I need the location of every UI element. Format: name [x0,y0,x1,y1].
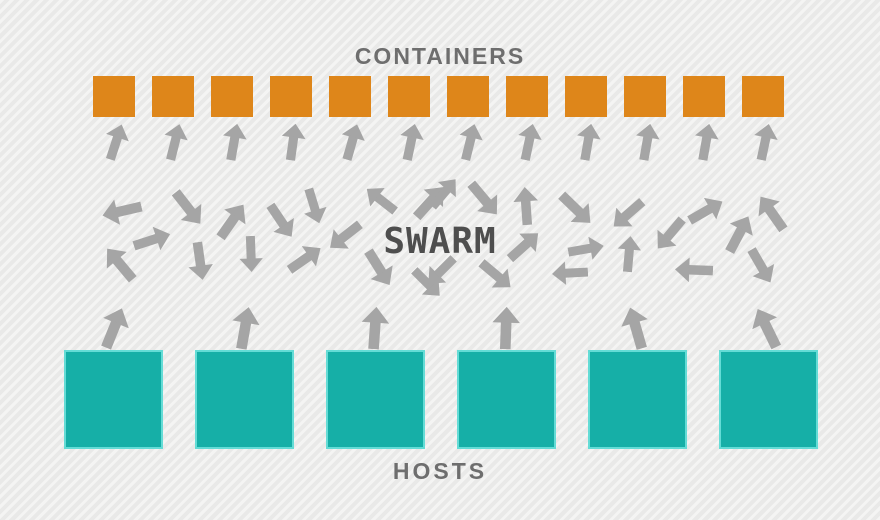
host-square [195,350,294,449]
container-up-arrow-icon [513,122,544,163]
container-up-arrow-icon [454,121,486,162]
swarm-arrow-icon [750,189,794,237]
containers-row [93,76,784,117]
swarm-arrow-icon [100,194,145,228]
container-square [329,76,371,117]
host-square [719,350,818,449]
container-square [270,76,312,117]
host-up-arrow-icon [360,306,390,350]
container-up-arrow-icon [749,122,780,163]
container-square [447,76,489,117]
swarm-arrow-icon [502,224,547,268]
swarm-arrow-icon [512,186,539,226]
container-square [93,76,135,117]
swarm-arrow-icon [606,192,651,236]
swarm-arrow-icon [741,243,781,288]
container-up-arrow-icon [335,121,368,163]
swarm-arrow-icon [97,240,143,287]
swarm-arrow-icon [648,212,691,257]
container-square [211,76,253,117]
container-up-arrow-icon [99,121,133,163]
swarm-arrow-icon [322,215,367,258]
host-up-arrow-icon [93,303,134,353]
swarm-arrow-icon [360,180,403,221]
swarm-arrow-icon [282,238,327,280]
host-square [457,350,556,449]
host-up-arrow-icon [617,304,655,352]
container-up-arrow-icon [632,122,662,162]
swarm-arrow-icon [210,197,254,245]
container-square [742,76,784,117]
swarm-arrow-icon [566,234,606,263]
swarm-arrow-icon [165,184,210,232]
swarm-arrow-icon [357,244,400,292]
container-up-arrow-icon [395,122,426,163]
swarm-arrow-icon [239,235,264,273]
swarm-arrow-icon [185,240,215,281]
container-square [388,76,430,117]
host-square [64,350,163,449]
container-up-arrow-icon [159,121,191,162]
swarm-arrow-icon [423,172,464,215]
swarm-arrow-icon [616,235,642,273]
container-square [683,76,725,117]
container-up-arrow-icon [573,122,603,162]
hosts-row [64,350,818,449]
swarm-arrow-icon [551,260,589,285]
swarm-arrow-icon [420,250,462,292]
host-square [326,350,425,449]
swarm-arrow-icon [461,175,507,222]
swarm-arrow-icon [553,186,600,232]
container-up-arrow-icon [691,122,721,162]
swarm-arrow-icon [130,222,174,257]
container-up-arrow-icon [219,122,249,162]
container-square [506,76,548,117]
host-up-arrow-icon [227,305,262,352]
container-square [624,76,666,117]
swarm-arrow-icon [260,198,302,243]
swarm-arrow-icon [683,191,728,231]
hosts-label: HOSTS [392,458,488,484]
swarm-arrow-icon [474,253,519,296]
containers-label: CONTAINERS [354,43,526,69]
host-up-arrow-icon [491,306,520,350]
swarm-arrow-icon [675,257,714,283]
container-square [152,76,194,117]
swarm-arrow-icon [718,210,760,258]
host-square [588,350,687,449]
container-square [565,76,607,117]
swarm-label: SWARM [383,221,497,262]
container-up-arrow-icon [279,122,308,162]
host-up-arrow-icon [745,303,788,353]
swarm-arrow-icon [298,185,331,226]
